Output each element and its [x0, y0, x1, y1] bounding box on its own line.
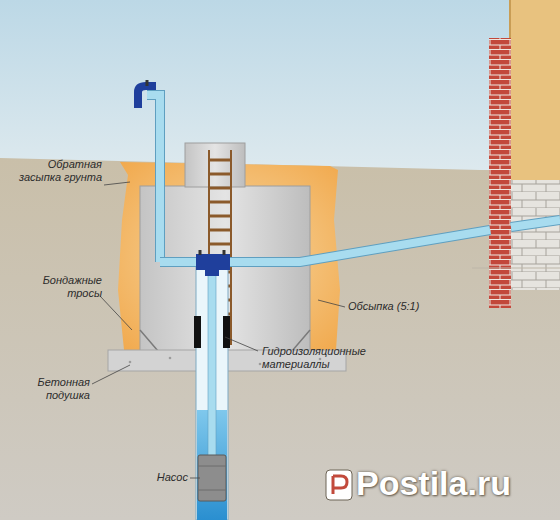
ladder-rung — [209, 159, 231, 162]
ladder-rung — [209, 229, 231, 232]
ladder-rung — [209, 173, 231, 176]
ladder-rung — [209, 243, 231, 246]
pump-label: Насос — [148, 471, 188, 484]
ladder-rung — [209, 187, 231, 190]
sand-label: Обсыпка (5:1) — [348, 300, 438, 313]
pad-label: Бетонная подушка — [18, 376, 90, 402]
ladder-rung — [209, 215, 231, 218]
ladder-rung — [209, 201, 231, 204]
watermark: Postila.ru — [356, 464, 546, 503]
waterproofing-label: Гидроизоляционные материаллы — [262, 345, 382, 371]
cable-label: Бондажные тросы — [22, 274, 102, 300]
backfill-label: Обратная засыпка грунта — [4, 158, 102, 184]
